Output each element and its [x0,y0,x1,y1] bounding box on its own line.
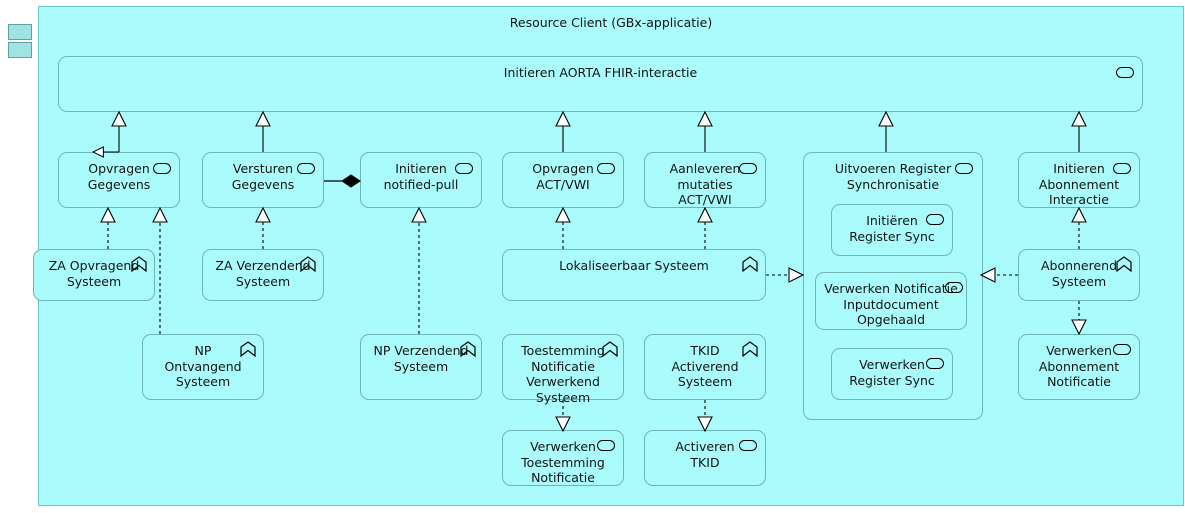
role-icon [239,341,257,358]
role-icon [601,341,619,358]
role-label: Lokaliseerbaar Systeem [559,258,709,273]
role-lokaliseerbaar-systeem[interactable]: Lokaliseerbaar Systeem [502,249,766,301]
role-icon [130,256,148,273]
process-icon [597,440,615,451]
process-icon [926,358,944,369]
component-icon-lower [8,42,32,58]
process-icon [926,214,944,225]
role-icon [459,341,477,358]
process-icon [945,282,963,293]
process-icon [597,163,615,174]
component-icon-upper [8,24,32,40]
process-label: Initieren AORTA FHIR-interactie [503,65,698,80]
process-icon [955,163,973,174]
process-icon [1116,67,1134,78]
process-initieren-aorta-fhir-interactie[interactable]: Initieren AORTA FHIR-interactie [58,56,1143,112]
process-icon [153,163,171,174]
process-icon [739,163,757,174]
process-icon [1113,344,1131,355]
role-icon [1115,256,1133,273]
role-icon [741,256,759,273]
process-icon [297,163,315,174]
process-icon [1113,163,1131,174]
process-icon [455,163,473,174]
container-title: Resource Client (GBx-applicatie) [509,15,713,30]
role-icon [299,256,317,273]
role-icon [741,341,759,358]
process-icon [739,440,757,451]
